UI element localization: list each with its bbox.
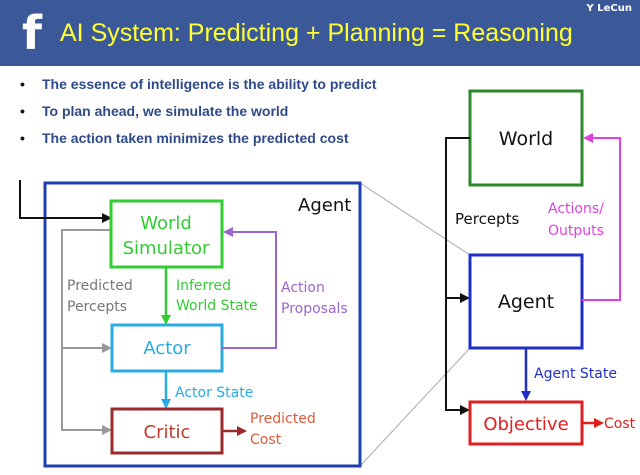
actions-outputs-label: Actions/ bbox=[548, 201, 604, 217]
bullet-item: The action taken minimizes the predicted… bbox=[20, 130, 420, 147]
agent-container-label: Agent bbox=[298, 195, 351, 216]
predicted-percepts-label: Predicted bbox=[67, 278, 133, 294]
agent-state-label: Agent State bbox=[534, 366, 617, 382]
agent-container bbox=[43, 181, 362, 468]
bullet-item: The essence of intelligence is the abili… bbox=[20, 76, 420, 93]
actor-label: Actor bbox=[143, 338, 191, 359]
input-arrow bbox=[19, 180, 112, 223]
world-simulator-node bbox=[109, 199, 224, 269]
actor-state-label: Actor State bbox=[175, 385, 253, 401]
header-bar: f AI System: Predicting + Planning = Rea… bbox=[0, 0, 640, 66]
agent-label: Agent bbox=[498, 291, 554, 313]
inferred-world-state-label: Inferred bbox=[176, 278, 231, 294]
world-simulator-label: World bbox=[140, 213, 192, 234]
cost-label: Cost bbox=[604, 416, 636, 432]
predicted-cost-label: Predicted bbox=[250, 411, 316, 427]
objective-node bbox=[468, 400, 584, 446]
percepts-to-objective-arrow bbox=[445, 298, 470, 415]
agent-node bbox=[468, 253, 584, 350]
critic-node bbox=[110, 407, 224, 455]
percepts-label: Percepts bbox=[455, 210, 519, 228]
bullet-list: The essence of intelligence is the abili… bbox=[20, 76, 420, 157]
predicted-percepts-arrow bbox=[61, 229, 112, 435]
bullet-item: To plan ahead, we simulate the world bbox=[20, 103, 420, 120]
action-proposals-label: Action bbox=[281, 280, 325, 296]
world-label: World bbox=[499, 128, 553, 150]
predicted-cost-label: Cost bbox=[250, 432, 282, 448]
author-label: Y LeCun bbox=[586, 3, 632, 14]
action-proposals-label: Proposals bbox=[281, 301, 348, 317]
critic-label: Critic bbox=[144, 422, 191, 443]
actions-outputs-arrow bbox=[582, 133, 621, 301]
predicted-percepts-label: Percepts bbox=[67, 299, 127, 315]
zoom-guide-line bbox=[359, 182, 471, 256]
zoom-guide-line bbox=[359, 347, 471, 467]
actions-outputs-label: Outputs bbox=[548, 223, 604, 239]
world-simulator-label: Simulator bbox=[123, 238, 210, 259]
objective-label: Objective bbox=[483, 414, 568, 435]
facebook-logo: f bbox=[21, 6, 42, 60]
slide-title: AI System: Predicting + Planning = Reaso… bbox=[60, 19, 573, 47]
percepts-arrow bbox=[445, 137, 470, 303]
inferred-world-state-label: World State bbox=[176, 298, 258, 314]
action-proposals-arrow bbox=[222, 227, 277, 349]
